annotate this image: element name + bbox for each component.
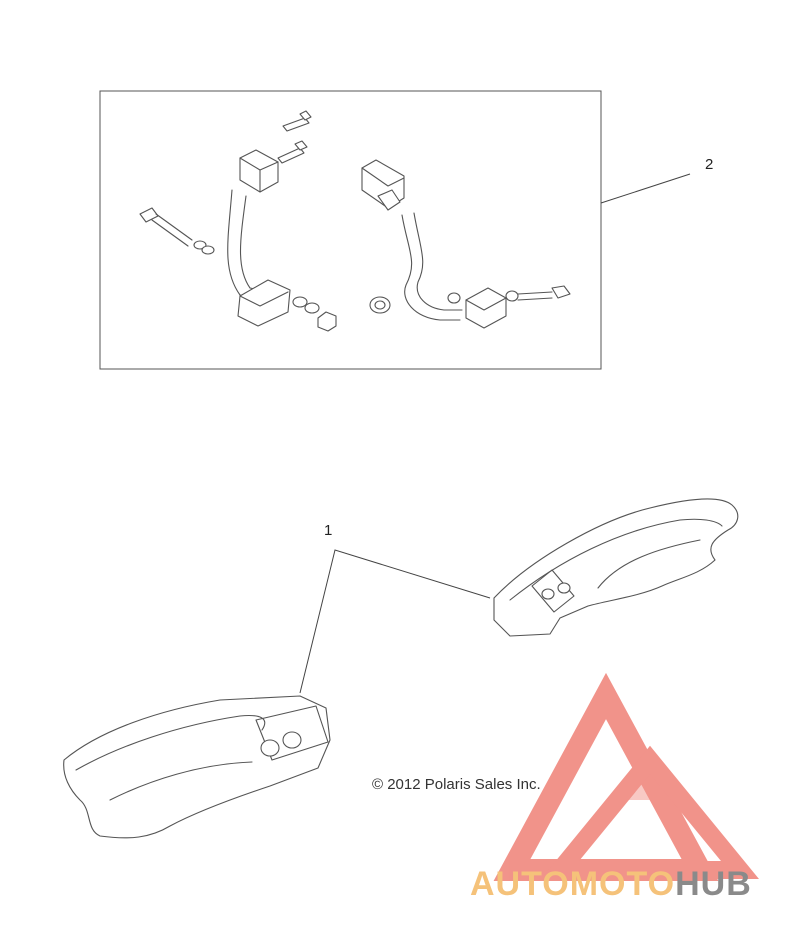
brand-watermark-text: AUTOMOTOHUB bbox=[470, 865, 752, 904]
kit-frame bbox=[99, 90, 602, 370]
automotohub-logo bbox=[493, 672, 759, 881]
callout-number-1: 1 bbox=[324, 522, 333, 539]
brand-word-moto: MOTO bbox=[569, 865, 676, 903]
right-mount-bracket bbox=[361, 159, 571, 329]
brand-word-hub: HUB bbox=[675, 865, 752, 903]
left-mount-bracket bbox=[139, 110, 337, 332]
leader-line-1 bbox=[299, 549, 491, 694]
right-handguard bbox=[493, 498, 739, 637]
copyright-notice: © 2012 Polaris Sales Inc. bbox=[372, 776, 541, 793]
brand-word-auto: AUTO bbox=[470, 865, 570, 903]
left-handguard bbox=[63, 695, 331, 839]
callout-number-2: 2 bbox=[705, 156, 714, 173]
leader-line-2 bbox=[600, 173, 691, 204]
